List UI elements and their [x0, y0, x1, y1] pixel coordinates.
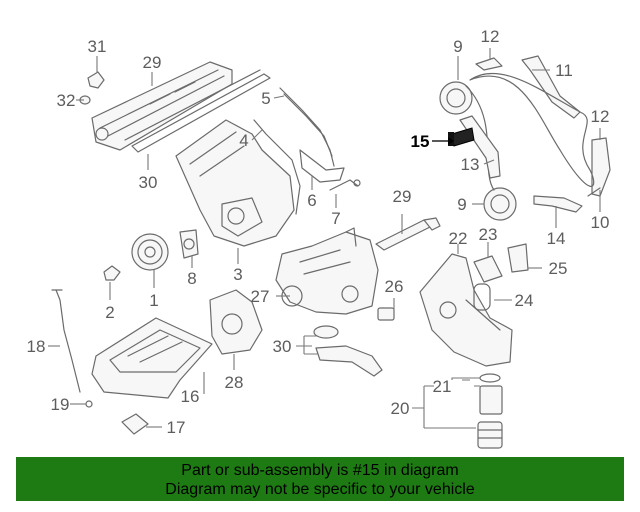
- callout-25: 25: [549, 259, 568, 278]
- callout-24: 24: [515, 291, 534, 310]
- part-33-oil-filler-cap: [87, 71, 105, 89]
- part-19-o-ring: [85, 400, 93, 408]
- callout-11: 11: [555, 61, 573, 80]
- part-2-bolt: [103, 265, 121, 281]
- callout-3: 3: [233, 265, 242, 284]
- callout-34: 32: [57, 91, 76, 110]
- notice-banner: Part or sub-assembly is #15 in diagram D…: [16, 457, 624, 501]
- part-5-gasket: [279, 87, 335, 167]
- callout-12-upper: 12: [481, 27, 500, 46]
- callout-2: 2: [105, 303, 114, 322]
- part-23-bracket: [473, 255, 503, 283]
- part-12-tensioner-upper: [475, 57, 503, 71]
- callout-21: 21: [433, 377, 452, 396]
- part-21-oil-filter: [479, 373, 503, 415]
- callout-32: 30: [139, 173, 158, 192]
- part-4-gasket: [253, 119, 301, 215]
- part-9-camshaft-sprocket-lower: [483, 187, 517, 221]
- callout-15-leader: [432, 137, 454, 145]
- part-30-oil-pickup: [313, 325, 383, 377]
- part-26-sensor: [377, 307, 395, 321]
- part-32-valve-cover-gasket: [124, 69, 271, 153]
- callout-6: 6: [307, 191, 316, 210]
- callout-15: 15: [411, 132, 430, 151]
- callout-28: 28: [225, 373, 244, 392]
- callout-33: 31: [88, 37, 107, 56]
- part-12-tensioner-side: [591, 137, 611, 197]
- part-22-oil-filter-housing: [419, 253, 513, 367]
- part-18-oil-dipstick: [51, 289, 81, 393]
- part-6-seal: [299, 149, 345, 183]
- callout-27: 27: [251, 287, 270, 306]
- part-3-timing-cover: [175, 119, 295, 247]
- callout-17: 17: [167, 418, 186, 437]
- part-10-chain: [587, 187, 601, 197]
- part-27-engine-block-front: [275, 227, 379, 315]
- callout-23: 23: [479, 225, 498, 244]
- callout-29: 29: [393, 187, 412, 206]
- timing-chain: [465, 72, 595, 191]
- callout-9-upper: 9: [453, 37, 462, 56]
- part-1-crankshaft-pulley: [131, 233, 169, 271]
- part-16-oil-pan: [91, 317, 213, 399]
- part-7-sensor: [329, 179, 361, 191]
- parts-diagram: 31 32 29 30 1 2 3 4 5 6 7 8 9 9 10 11 12…: [27, 27, 611, 449]
- callout-1: 1: [149, 291, 158, 310]
- part-8-seal: [179, 229, 199, 259]
- part-28-oil-pump-cover: [209, 289, 263, 355]
- callout-31: 29: [143, 53, 162, 72]
- callout-26: 26: [385, 277, 404, 296]
- part-29-tube: [375, 217, 441, 251]
- part-15-bolt: [448, 127, 475, 147]
- callout-20: 20: [391, 399, 410, 418]
- callout-30: 30: [273, 337, 292, 356]
- callout-5: 5: [261, 89, 270, 108]
- callout-12-side: 12: [591, 107, 610, 126]
- part-9-camshaft-sprocket-upper: [439, 81, 473, 115]
- part-14-chain-guide: [533, 195, 583, 213]
- part-24-gasket: [473, 283, 491, 311]
- callout-10: 10: [591, 213, 610, 232]
- callout-4: 4: [239, 131, 248, 150]
- callout-14: 14: [547, 229, 566, 248]
- notice-line-2: Diagram may not be specific to your vehi…: [165, 481, 475, 498]
- callout-22: 22: [449, 229, 468, 248]
- callout-13: 13: [461, 155, 480, 174]
- notice-line-1: Part or sub-assembly is #15 in diagram: [181, 462, 459, 479]
- callout-18: 18: [27, 337, 46, 356]
- callout-7: 7: [331, 209, 340, 228]
- leader-lines: [48, 48, 601, 429]
- part-11-chain-guide: [521, 55, 581, 119]
- callout-8: 8: [187, 269, 196, 288]
- callout-16: 16: [181, 387, 200, 406]
- part-17-drain-plug: [121, 413, 149, 435]
- callout-9-lower: 9: [457, 195, 466, 214]
- part-25-cover: [507, 243, 529, 273]
- part-20-oil-filter-assembly: [477, 421, 503, 449]
- callout-19: 19: [51, 395, 70, 414]
